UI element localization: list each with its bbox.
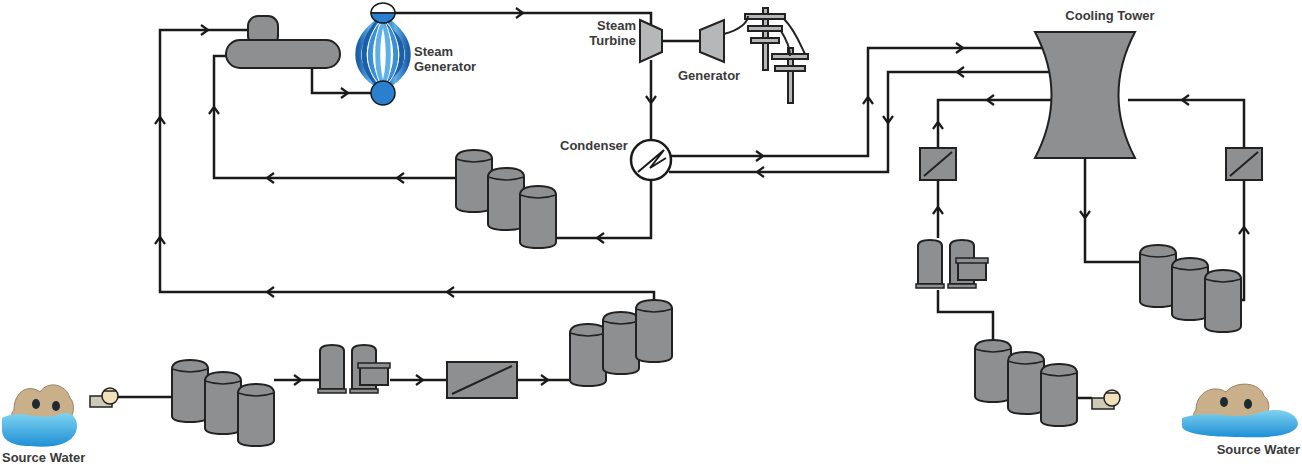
equipment-label: Condenser — [560, 138, 630, 153]
equipment-label: Steam Generator — [414, 44, 498, 74]
equipment-label: Generator — [678, 68, 768, 83]
source-label: Source Water — [1210, 442, 1300, 457]
equipment-label: Steam Turbine — [572, 18, 636, 48]
source-label: Source Water — [2, 450, 112, 465]
equipment-label: Cooling Tower — [1050, 8, 1170, 23]
